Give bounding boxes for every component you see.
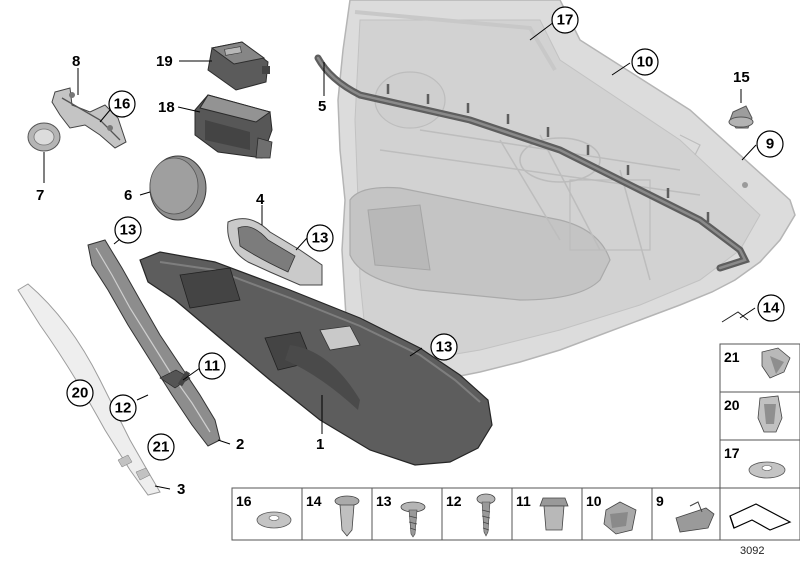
svg-text:10: 10 — [637, 54, 654, 71]
storage-box-19 — [207, 41, 270, 91]
grid-label-12: 12 — [446, 493, 462, 509]
callout-17: 17 — [551, 6, 579, 34]
label-7: 7 — [36, 187, 44, 204]
leader-lines — [43, 21, 757, 490]
svg-text:9: 9 — [766, 136, 774, 153]
label-3: 3 — [177, 481, 185, 498]
callout-13b: 13 — [306, 224, 334, 252]
svg-text:21: 21 — [153, 439, 170, 456]
side-label-21: 21 — [724, 349, 740, 365]
label-18: 18 — [158, 99, 175, 116]
callout-12: 12 — [109, 394, 137, 422]
storage-box-18 — [194, 94, 273, 159]
circled-labels: 17 10 9 15 16 13 13 13 — [66, 6, 785, 461]
clip-20-icon — [757, 395, 783, 433]
callout-20: 20 — [66, 379, 94, 407]
washer-17-icon — [748, 461, 786, 479]
svg-text:13: 13 — [120, 222, 137, 239]
callout-14: 14 — [757, 294, 785, 322]
grid-label-9: 9 — [656, 493, 664, 509]
svg-text:20: 20 — [72, 385, 89, 402]
door-trim-panel — [337, 0, 796, 386]
svg-text:17: 17 — [557, 12, 574, 29]
label-2: 2 — [236, 436, 244, 453]
callout-15: 15 — [733, 69, 750, 86]
svg-text:15: 15 — [733, 69, 750, 86]
armrest-panel-1 — [139, 251, 493, 466]
callout-13a: 13 — [114, 216, 142, 244]
clip-10-icon — [603, 501, 637, 535]
callout-13c: 13 — [430, 333, 458, 361]
grid-label-13: 13 — [376, 493, 392, 509]
label-6: 6 — [124, 187, 132, 204]
clip-9-icon — [675, 501, 715, 533]
speaker-cover-7 — [27, 122, 61, 152]
svg-text:11: 11 — [204, 358, 220, 375]
trim-strip-2 — [87, 239, 221, 447]
plain-labels: 19 18 8 7 6 4 5 1 2 3 — [36, 53, 326, 498]
clip-21-icon — [761, 347, 791, 379]
grid-label-16: 16 — [236, 493, 252, 509]
bracket-set-icon — [729, 503, 792, 531]
clip-15 — [728, 105, 754, 129]
callout-9: 9 — [756, 130, 784, 158]
screw-12-icon — [476, 493, 496, 537]
svg-text:16: 16 — [114, 96, 131, 113]
expansion-nut-11-icon — [539, 497, 569, 531]
bracket-8 — [51, 87, 127, 149]
svg-text:12: 12 — [115, 400, 132, 417]
label-5: 5 — [318, 98, 326, 115]
fastener-grid-bottom: 16 14 13 12 11 10 9 — [231, 487, 800, 541]
label-1: 1 — [316, 436, 324, 453]
svg-text:14: 14 — [763, 300, 780, 317]
callout-16: 16 — [108, 90, 136, 118]
screw-13-icon — [400, 501, 426, 538]
callout-10: 10 — [631, 48, 659, 76]
grid-label-10: 10 — [586, 493, 602, 509]
svg-text:13: 13 — [312, 230, 329, 247]
document-number: 3092 — [740, 545, 764, 557]
svg-text:13: 13 — [436, 339, 453, 356]
side-label-17: 17 — [724, 445, 740, 461]
grid-label-11: 11 — [516, 493, 531, 509]
callout-21: 21 — [147, 433, 175, 461]
push-clip-14-icon — [334, 495, 360, 537]
label-19: 19 — [156, 53, 173, 70]
side-label-20: 20 — [724, 397, 740, 413]
callout-11: 11 — [198, 352, 226, 380]
washer-16-icon — [256, 511, 292, 529]
fastener-grid-side: 21 20 17 — [719, 343, 800, 489]
speaker-grille-6 — [149, 155, 207, 221]
door-handle-4 — [227, 218, 323, 286]
label-4: 4 — [256, 191, 265, 208]
label-8: 8 — [72, 53, 80, 70]
cable-14 — [721, 311, 749, 323]
grid-label-14: 14 — [306, 493, 322, 509]
